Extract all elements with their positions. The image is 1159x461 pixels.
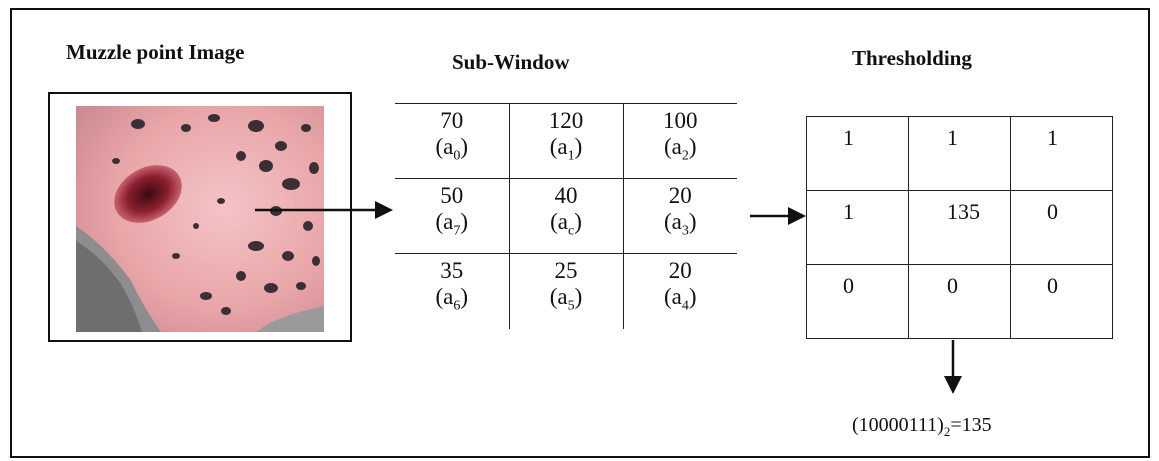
grid-cell: 0 bbox=[806, 264, 909, 339]
grid-cell: 25(a5) bbox=[508, 253, 624, 329]
thresholding-title: Thresholding bbox=[852, 46, 972, 70]
grid-cell: 20(a3) bbox=[622, 178, 737, 254]
grid-row: 1 1 1 bbox=[806, 116, 1113, 191]
grid-row: 50(a7) 40(ac) 20(a3) bbox=[395, 178, 737, 254]
arrow-subwindow-to-threshold bbox=[750, 207, 806, 225]
grid-cell: 0 bbox=[908, 264, 1011, 339]
grid-cell: 120(a1) bbox=[508, 103, 624, 179]
grid-cell: 70(a0) bbox=[395, 103, 510, 179]
grid-cell: 50(a7) bbox=[395, 178, 510, 254]
grid-row: 70(a0) 120(a1) 100(a2) bbox=[395, 103, 737, 179]
grid-cell: 0 bbox=[1010, 264, 1113, 339]
grid-cell: 100(a2) bbox=[622, 103, 737, 179]
sub-window-grid: 70(a0) 120(a1) 100(a2) 50(a7) 40(ac) 20(… bbox=[395, 103, 737, 329]
grid-cell: 35(a6) bbox=[395, 253, 510, 329]
grid-cell: 0 bbox=[1010, 190, 1113, 265]
arrow-image-to-subwindow bbox=[255, 201, 393, 219]
grid-row: 35(a6) 25(a5) 20(a4) bbox=[395, 253, 737, 329]
binary-result-formula: (10000111)2=135 bbox=[852, 414, 992, 439]
grid-cell: 1 bbox=[806, 116, 909, 191]
grid-cell: 20(a4) bbox=[622, 253, 737, 329]
sub-window-title: Sub-Window bbox=[452, 50, 570, 74]
muzzle-photo bbox=[76, 106, 324, 332]
grid-row: 0 0 0 bbox=[806, 264, 1113, 339]
grid-cell: 1 bbox=[1010, 116, 1113, 191]
arrow-threshold-to-result bbox=[944, 340, 962, 394]
muzzle-image-frame bbox=[48, 92, 352, 342]
thresholding-grid: 1 1 1 1 135 0 0 0 0 bbox=[806, 116, 1113, 339]
muzzle-image-title: Muzzle point Image bbox=[66, 40, 245, 64]
figure-frame bbox=[10, 8, 1150, 458]
